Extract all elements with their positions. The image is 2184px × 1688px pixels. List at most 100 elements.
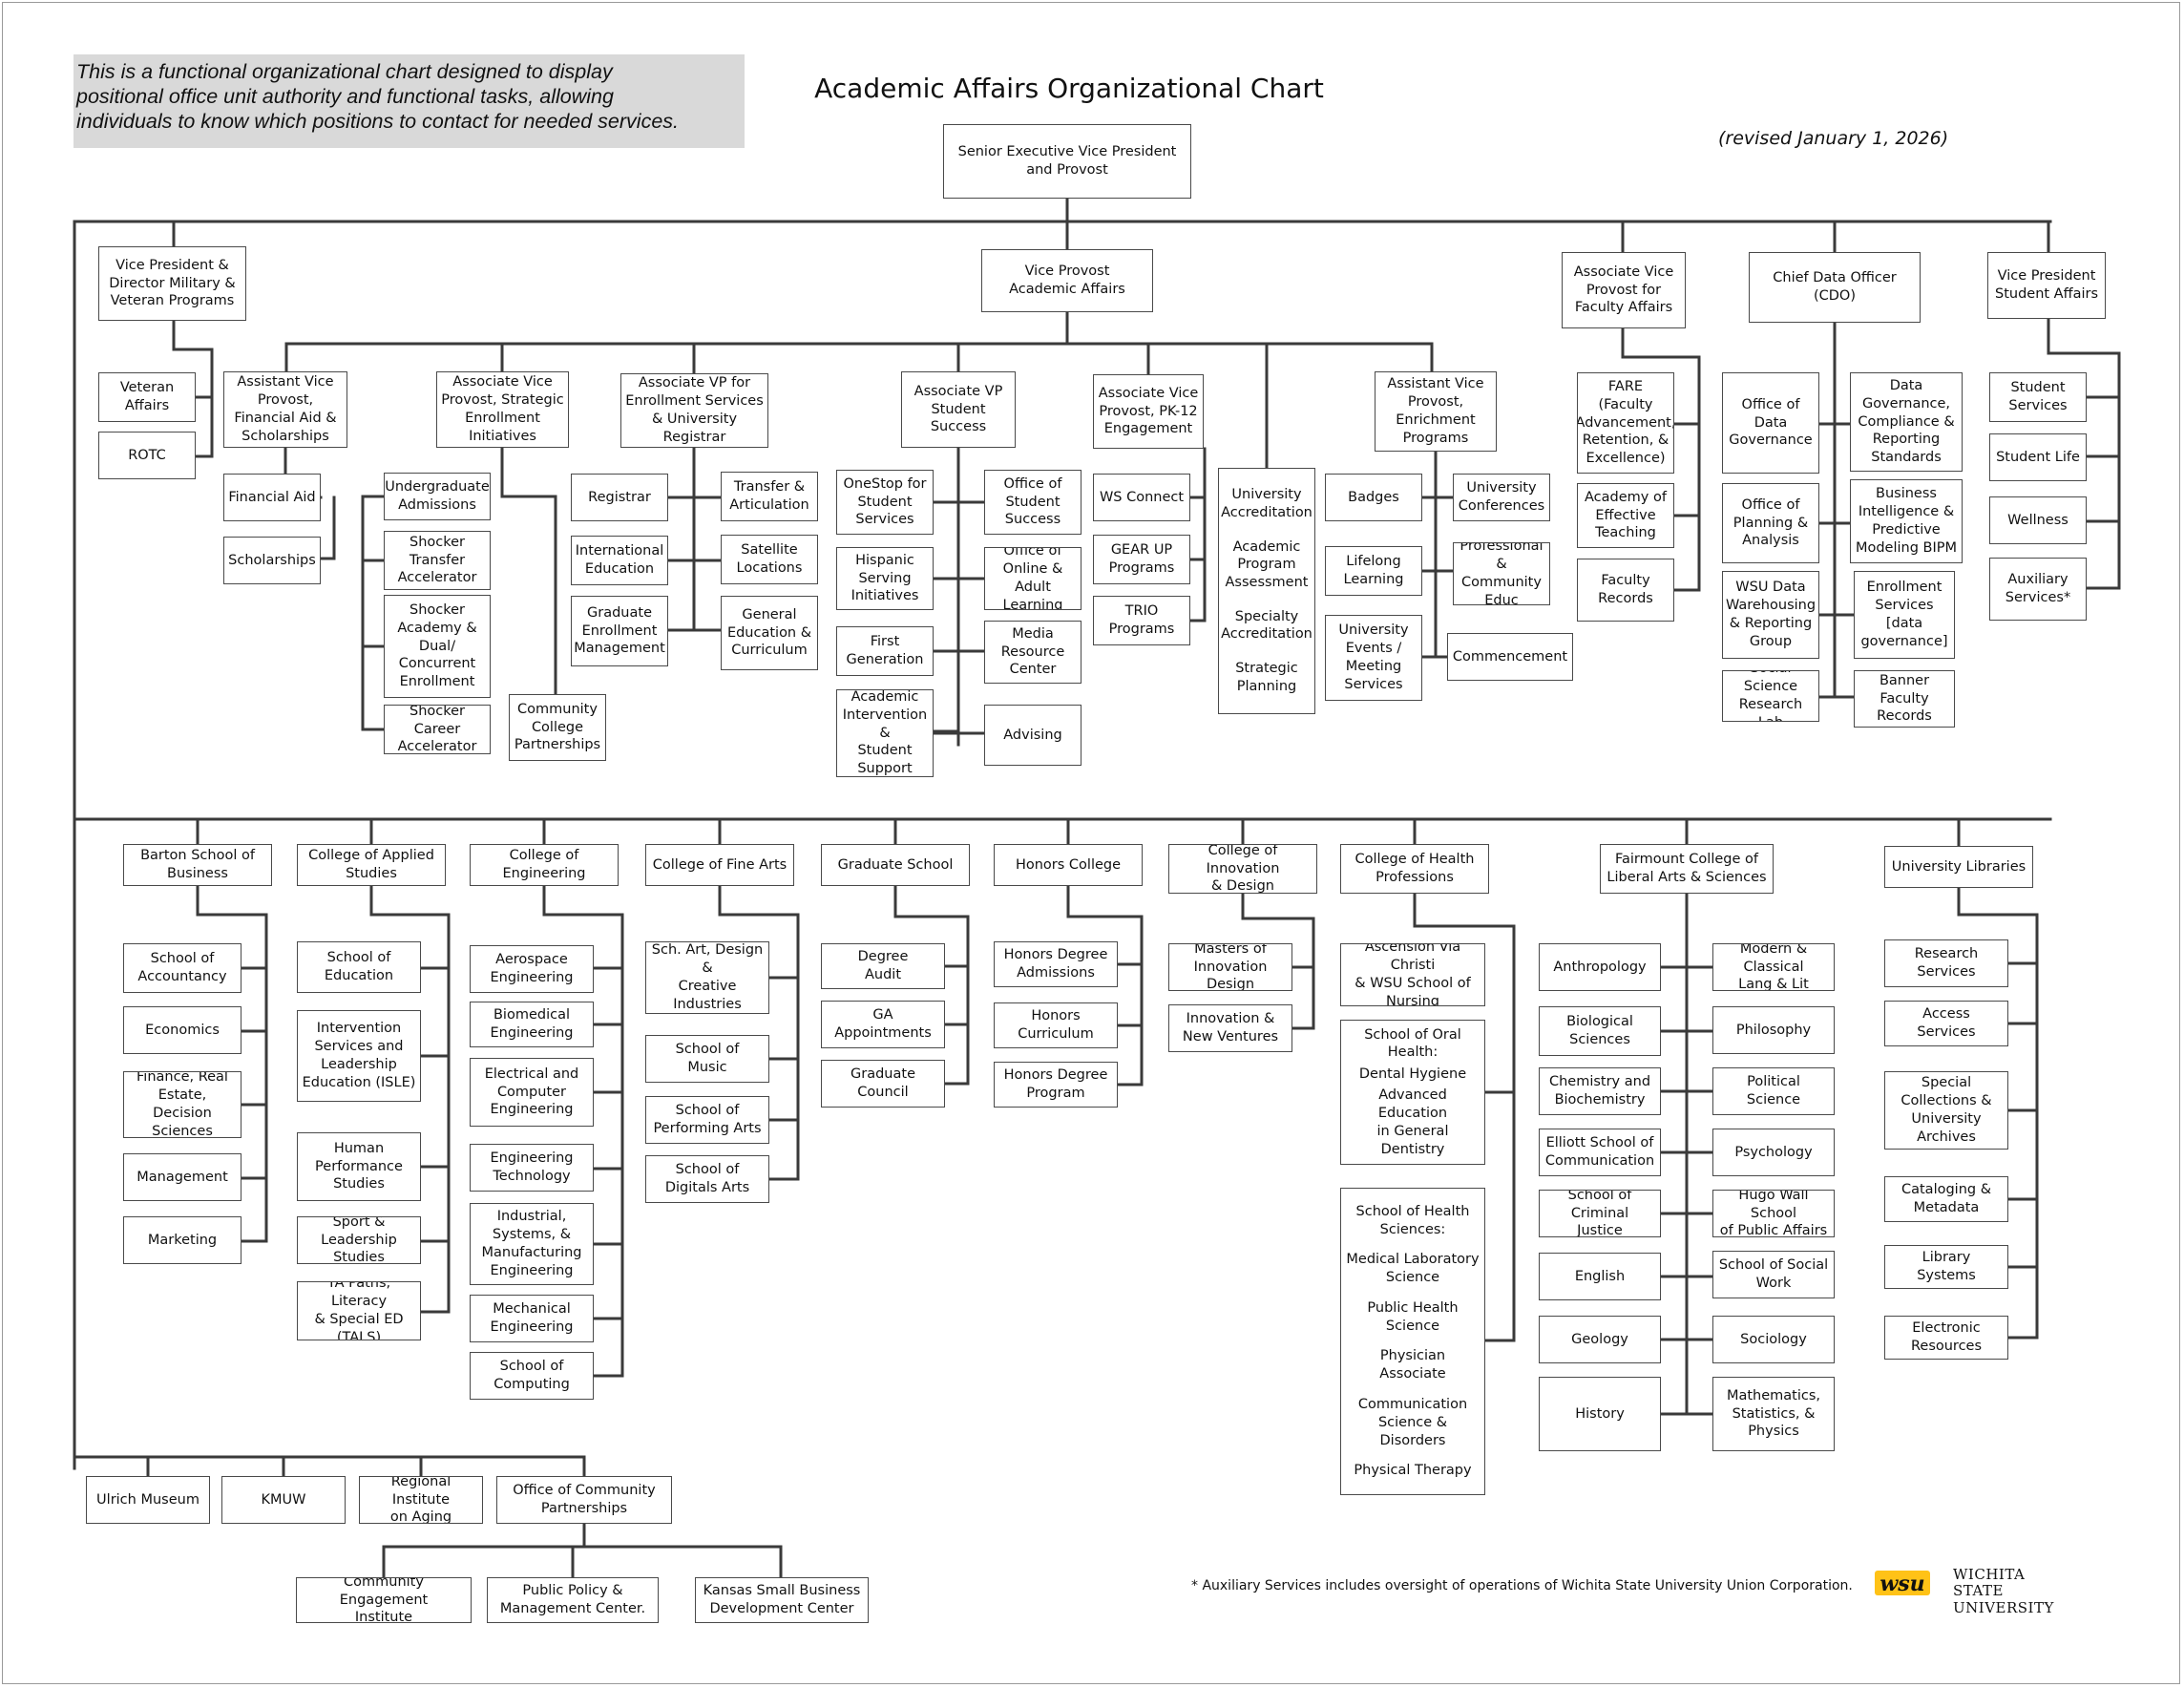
org-unit-computing: School of Computing: [470, 1352, 594, 1400]
footnote: * Auxiliary Services includes oversight …: [1191, 1578, 1853, 1593]
org-unit-fine-arts: College of Fine Arts: [645, 844, 794, 886]
org-unit-history: History: [1539, 1377, 1661, 1451]
org-unit-wellness: Wellness: [1989, 496, 2087, 544]
org-unit-physical-therapy: Physical Therapy: [1354, 1463, 1472, 1479]
org-unit-library-systems: Library Systems: [1884, 1245, 2008, 1289]
org-unit-community-partnerships: Office of Community Partnerships: [496, 1476, 672, 1524]
org-unit-graduate-school: Graduate School: [821, 844, 970, 886]
org-unit-vp-military: Vice President & Director Military & Vet…: [98, 246, 246, 321]
revision-date: (revised January 1, 2026): [1718, 128, 1949, 149]
org-unit-advanced-dentistry: Advanced Education in General Dentistry: [1376, 1087, 1449, 1157]
org-unit-innovation-ventures: Innovation & New Ventures: [1168, 1004, 1292, 1052]
org-unit-access-services: Access Services: [1884, 1001, 2008, 1046]
org-unit-geology: Geology: [1539, 1316, 1661, 1363]
org-unit-biomedical: Biomedical Engineering: [470, 1002, 594, 1047]
org-unit-avp-faculty: Associate Vice Provost for Faculty Affai…: [1562, 252, 1686, 328]
org-unit-student-services: Student Services: [1989, 372, 2087, 422]
org-unit-innovation-design: College of Innovation & Design: [1168, 844, 1317, 894]
org-unit-badges: Badges: [1325, 474, 1422, 521]
chart-title: Academic Affairs Organizational Chart: [814, 73, 1324, 104]
org-unit-criminal-justice: School of Criminal Justice: [1539, 1190, 1661, 1237]
org-unit-biological-sciences: Biological Sciences: [1539, 1006, 1661, 1056]
org-unit-degree-audit: Degree Audit: [821, 943, 945, 989]
svg-text:wsu: wsu: [1880, 1572, 1924, 1596]
org-unit-faculty-records: Faculty Records: [1577, 559, 1674, 622]
org-unit-electrical: Electrical and Computer Engineering: [470, 1058, 594, 1127]
org-unit-physician-associate: Physician Associate: [1379, 1348, 1446, 1382]
org-unit-art-design: Sch. Art, Design & Creative Industries: [645, 941, 769, 1014]
org-unit-social-work: School of Social Work: [1712, 1251, 1835, 1298]
org-unit-public-health: Public Health Science: [1367, 1299, 1459, 1334]
org-unit-school-education: School of Education: [297, 941, 421, 993]
org-unit-engineering: College of Engineering: [470, 844, 619, 886]
org-unit-avp-finaid: Assistant Vice Provost, Financial Aid & …: [223, 371, 347, 448]
org-unit-office-data-governance: Office of Data Governance: [1722, 372, 1819, 474]
org-unit-industrial: Industrial, Systems, & Manufacturing Eng…: [470, 1203, 594, 1285]
org-unit-mechanical: Mechanical Engineering: [470, 1295, 594, 1342]
org-unit-marketing: Marketing: [123, 1216, 242, 1264]
org-unit-provost: Senior Executive Vice President and Prov…: [943, 124, 1191, 199]
org-unit-philosophy: Philosophy: [1712, 1006, 1835, 1054]
org-unit-health-sciences-title: School of Health Sciences:Medical Labora…: [1340, 1188, 1485, 1495]
org-unit-cdo: Chief Data Officer (CDO): [1749, 252, 1921, 323]
org-unit-honors-program: Honors Degree Program: [994, 1062, 1118, 1108]
org-unit-vp-student: Vice President Student Affairs: [1987, 252, 2106, 319]
org-unit-fairmount: Fairmount College of Liberal Arts & Scie…: [1600, 844, 1774, 894]
org-unit-medical-lab: Medical Laboratory Science: [1346, 1252, 1480, 1286]
org-unit-office-student-success: Office of Student Success: [984, 470, 1082, 535]
org-unit-human-performance: Human Performance Studies: [297, 1132, 421, 1201]
org-unit-sport-leadership: Sport & Leadership Studies: [297, 1216, 421, 1264]
org-unit-public-policy: Public Policy & Management Center.: [487, 1577, 659, 1623]
org-unit-satellite-locations: Satellite Locations: [721, 535, 818, 584]
org-unit-psychology: Psychology: [1712, 1129, 1835, 1176]
org-unit-ulrich: Ulrich Museum: [86, 1476, 210, 1524]
org-unit-strategic-planning: Strategic Planning: [1235, 660, 1298, 694]
org-unit-avp-enrollment: Associate Vice Provost, Strategic Enroll…: [436, 371, 569, 448]
org-unit-data-governance: Data Governance, Compliance & Reporting …: [1850, 372, 1963, 472]
org-unit-transfer-articulation: Transfer & Articulation: [721, 472, 818, 521]
org-unit-small-business: Kansas Small Business Development Center: [695, 1577, 869, 1623]
org-unit-shocker-career: Shocker Career Accelerator: [384, 705, 491, 754]
org-unit-cc-partnerships: Community College Partnerships: [509, 694, 606, 761]
org-unit-accountancy: School of Accountancy: [123, 943, 242, 993]
org-unit-electronic-resources: Electronic Resources: [1884, 1316, 2008, 1360]
org-unit-auxiliary-services: Auxiliary Services*: [1989, 558, 2087, 621]
org-unit-advising: Advising: [984, 705, 1082, 766]
org-unit-academic-program-assessment: Academic Program Assessment: [1225, 538, 1309, 591]
wsu-logo: wsu WICHITA STATE UNIVERSITY: [1875, 1561, 2053, 1615]
org-unit-research-services: Research Services: [1884, 939, 2008, 987]
org-unit-mathematics: Mathematics, Statistics, & Physics: [1712, 1377, 1835, 1451]
org-unit-ga-appointments: GA Appointments: [821, 1001, 945, 1048]
org-unit-prof-community-educ: Professional & Community Educ: [1453, 542, 1550, 605]
org-unit-univ-accreditation: University Accreditation: [1221, 487, 1312, 521]
org-unit-community-engagement: Community Engagement Institute: [296, 1577, 472, 1623]
org-unit-student-life: Student Life: [1989, 433, 2087, 481]
org-unit-vp-academic: Vice Provost Academic Affairs: [981, 249, 1153, 312]
org-unit-specialty-accreditation: Specialty Accreditation: [1221, 608, 1312, 643]
org-unit-avp-enrichment: Assistant Vice Provost, Enrichment Progr…: [1375, 371, 1497, 452]
org-unit-honors: Honors College: [994, 844, 1143, 886]
org-unit-applied-studies: College of Applied Studies: [297, 844, 446, 886]
org-unit-financial-aid: Financial Aid: [223, 474, 321, 521]
org-unit-wsu-data-warehousing: WSU Data Warehousing & Reporting Group: [1722, 571, 1819, 659]
org-unit-political-science: Political Science: [1712, 1067, 1835, 1115]
org-unit-eng-tech: Engineering Technology: [470, 1144, 594, 1192]
org-unit-hugo-wall: Hugo Wall School of Public Affairs: [1712, 1190, 1835, 1237]
org-unit-onestop: OneStop for Student Services: [836, 470, 934, 535]
org-unit-shocker-transfer: Shocker Transfer Accelerator: [384, 531, 491, 590]
org-unit-trio: TRIO Programs: [1093, 596, 1190, 645]
org-unit-performing-arts: School of Performing Arts: [645, 1096, 769, 1144]
org-unit-honors-admissions: Honors Degree Admissions: [994, 941, 1118, 987]
org-unit-sociology: Sociology: [1712, 1316, 1835, 1363]
org-unit-gen-ed: General Education & Curriculum: [721, 596, 818, 670]
org-unit-banner-faculty: Banner Faculty Records: [1854, 670, 1955, 728]
org-unit-univ-conferences: University Conferences: [1453, 474, 1550, 521]
wsu-monogram-icon: wsu: [1875, 1571, 1930, 1596]
org-unit-kmuw: KMUW: [221, 1476, 346, 1524]
org-unit-cataloging: Cataloging & Metadata: [1884, 1176, 2008, 1222]
org-unit-isle: Intervention Services and Leadership Edu…: [297, 1010, 421, 1102]
org-unit-avp-registrar: Associate VP for Enrollment Services & U…: [620, 373, 768, 448]
